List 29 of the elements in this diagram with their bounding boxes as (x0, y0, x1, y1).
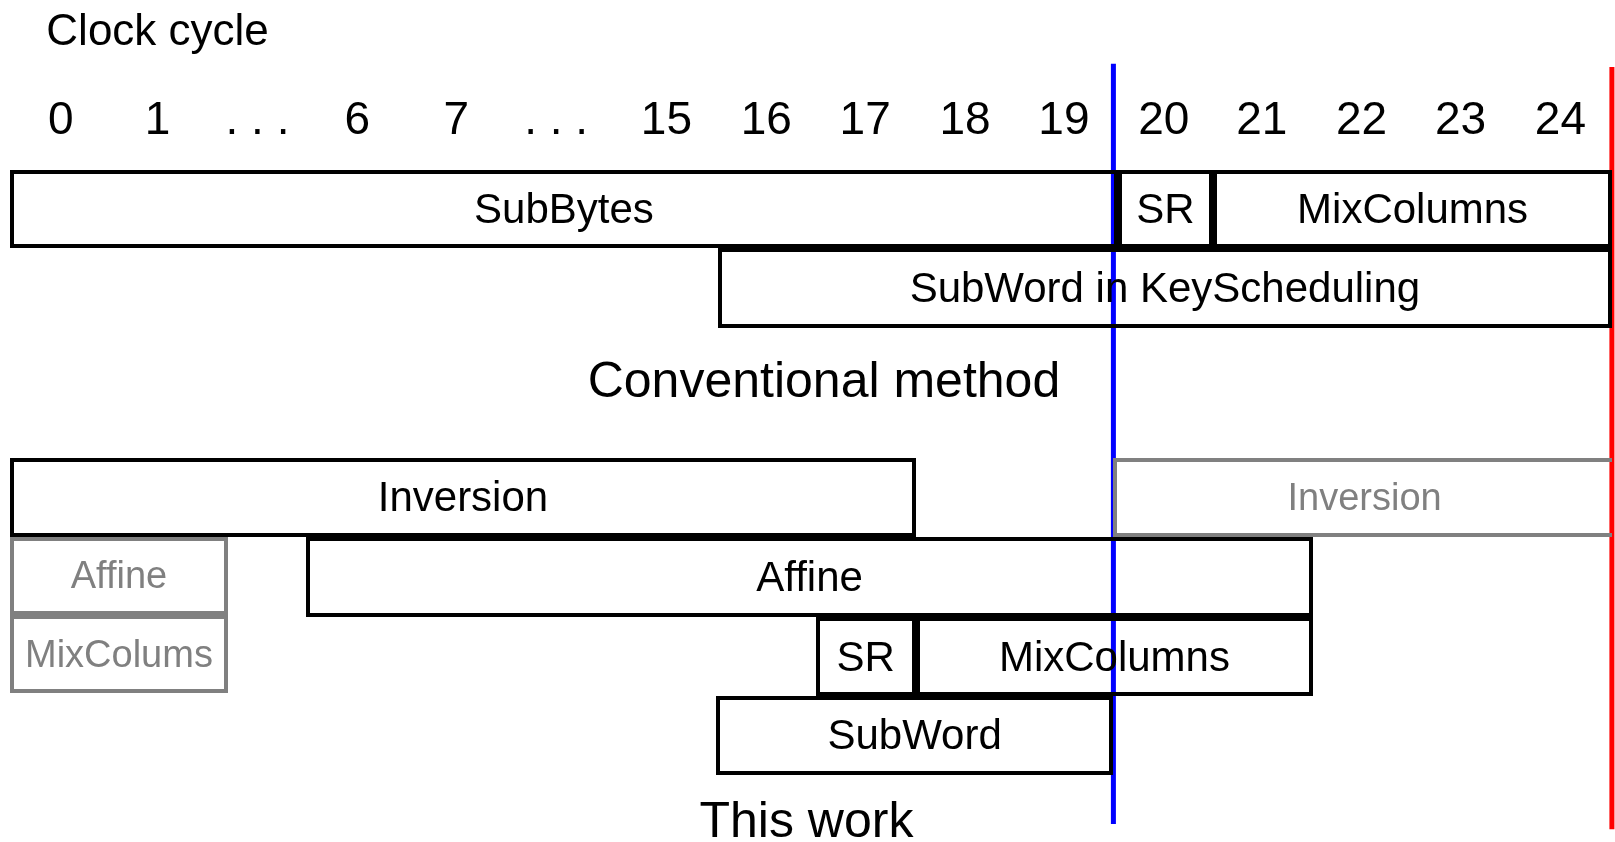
operation-bar: SubWord (715, 696, 1114, 775)
cycle-number: 7 (443, 94, 470, 141)
cycle-number: 18 (939, 94, 991, 141)
cycle-number: 0 (47, 94, 74, 141)
cycle-number: 23 (1434, 94, 1487, 141)
operation-bar: MixColums (10, 614, 228, 694)
operation-bar: SR (815, 616, 916, 697)
cycle-number: 16 (740, 94, 792, 141)
cycle-number: 17 (839, 94, 891, 141)
operation-bar: Affine (305, 536, 1314, 617)
operation-bar: Affine (10, 536, 228, 615)
operation-bar: SR (1117, 169, 1214, 249)
cycle-number: 20 (1138, 94, 1190, 141)
cycle-number: 22 (1336, 94, 1388, 141)
operation-bar: MixColumns (1213, 169, 1612, 249)
axis-title: Clock cycle (46, 8, 269, 53)
operation-bar: Inversion (10, 458, 916, 537)
cycle-number: . . . (225, 94, 290, 141)
section-caption: Conventional method (587, 355, 1061, 406)
operation-bar: SubBytes (10, 169, 1118, 249)
cycle-number: . . . (524, 94, 589, 141)
cycle-number: 19 (1038, 94, 1090, 141)
cycle-number: 6 (344, 94, 371, 141)
operation-bar: Inversion (1113, 458, 1612, 537)
cycle-number: 21 (1236, 94, 1288, 141)
section-caption: This work (699, 795, 914, 842)
cycle-number: 1 (144, 94, 171, 141)
cycle-number: 15 (640, 94, 692, 141)
cycle-number: 24 (1534, 94, 1586, 141)
